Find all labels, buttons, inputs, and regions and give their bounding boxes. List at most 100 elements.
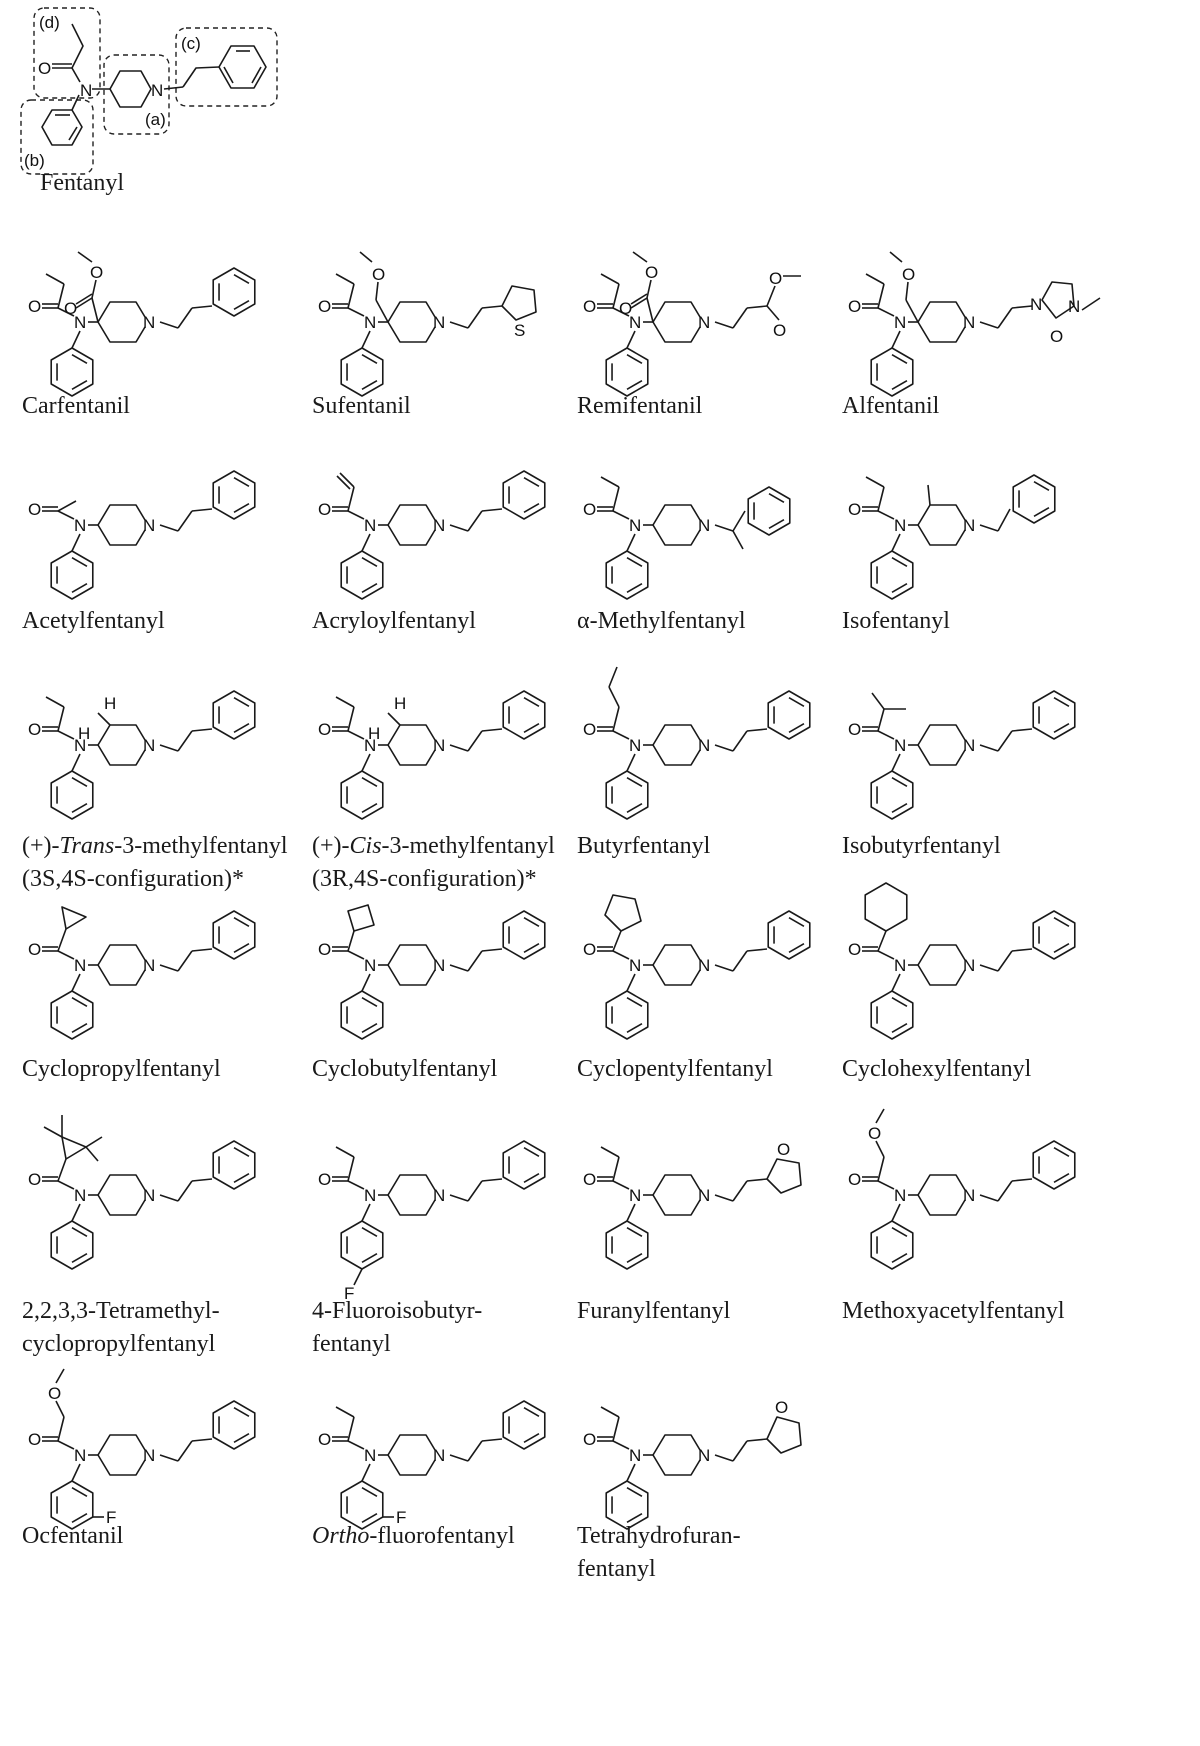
region-c-label: (c): [181, 34, 201, 53]
compound-label: Sufentanil: [312, 393, 411, 419]
atom-o: O: [848, 940, 861, 959]
atom-o: O: [318, 940, 331, 959]
compound-label: Acetylfentanyl: [22, 608, 165, 634]
atom-o: O: [318, 297, 331, 316]
atom-o: O: [583, 297, 596, 316]
atom-n: N: [364, 736, 376, 755]
atom-n: N: [364, 313, 376, 332]
atom-n: N: [698, 1446, 710, 1465]
compound-label: Ocfentanil: [22, 1523, 124, 1549]
atom-n: N: [364, 1446, 376, 1465]
atom-n: N: [963, 516, 975, 535]
atom-n: N: [698, 956, 710, 975]
atom-n: N: [894, 313, 906, 332]
atom-o: O: [90, 263, 103, 282]
atom-h: H: [368, 724, 380, 743]
atom-h: H: [78, 724, 90, 743]
atom-o: O: [64, 299, 77, 318]
atom-n: N: [433, 956, 445, 975]
atom-n: N: [698, 516, 710, 535]
atom-n: N: [629, 1446, 641, 1465]
atom-o: O: [28, 500, 41, 519]
atom-o: O: [583, 720, 596, 739]
atom-o: O: [773, 321, 786, 340]
atom-n: N: [74, 516, 86, 535]
compound-label: Cyclohexylfentanyl: [842, 1056, 1032, 1082]
atom-o: O: [372, 265, 385, 284]
atom-o: O: [48, 1384, 61, 1403]
compound-label: (+)-Cis-3-methylfentanyl(3R,4S-configura…: [312, 833, 555, 892]
atom-o: O: [583, 940, 596, 959]
atom-o: O: [318, 720, 331, 739]
atom-o: O: [619, 299, 632, 318]
atom-o: O: [848, 1170, 861, 1189]
atom-o: O: [645, 263, 658, 282]
atom-h: H: [104, 694, 116, 713]
region-d-box: [33, 7, 101, 99]
atom-n: N: [143, 736, 155, 755]
atom-o: O: [848, 297, 861, 316]
atom-o: O: [775, 1398, 788, 1417]
region-a-label: (a): [145, 110, 166, 129]
atom-o: O: [28, 720, 41, 739]
compound-label: Tetrahydrofuran-fentanyl: [577, 1523, 741, 1582]
atom-n: N: [629, 956, 641, 975]
atom-n: N: [143, 516, 155, 535]
atom-o: O: [777, 1140, 790, 1159]
atom-n: N: [963, 736, 975, 755]
atom-n: N: [629, 1186, 641, 1205]
atom-o: O: [28, 1170, 41, 1189]
structure-diagram: N N O O S: [318, 251, 537, 397]
atom-n: N: [433, 516, 445, 535]
atom-n: N: [143, 1186, 155, 1205]
atom-n: N: [698, 313, 710, 332]
atom-o: O: [868, 1124, 881, 1143]
atom-o: O: [902, 265, 915, 284]
atom-n: N: [433, 1446, 445, 1465]
atom-n: N: [629, 736, 641, 755]
atom-o: O: [28, 297, 41, 316]
region-c-box: [175, 27, 278, 107]
compound-label: Methoxyacetylfentanyl: [842, 1298, 1065, 1324]
atom-o: O: [583, 1170, 596, 1189]
atom-f: F: [344, 1284, 354, 1303]
atom-n: N: [151, 81, 163, 100]
atom-n: N: [698, 736, 710, 755]
atom-o: O: [1050, 327, 1063, 346]
atom-n: N: [433, 313, 445, 332]
compound-label: Cyclopentylfentanyl: [577, 1056, 773, 1082]
compound-label: Cyclopropylfentanyl: [22, 1056, 221, 1082]
atom-n: N: [74, 1186, 86, 1205]
atom-s: S: [514, 321, 525, 340]
atom-n: N: [364, 516, 376, 535]
compound-label: (+)-Trans-3-methylfentanyl(3S,4S-configu…: [22, 833, 288, 892]
atom-n: N: [894, 736, 906, 755]
region-b-label: (b): [24, 151, 45, 170]
atom-n: N: [74, 736, 86, 755]
atom-n: N: [364, 956, 376, 975]
atom-n: N: [143, 313, 155, 332]
